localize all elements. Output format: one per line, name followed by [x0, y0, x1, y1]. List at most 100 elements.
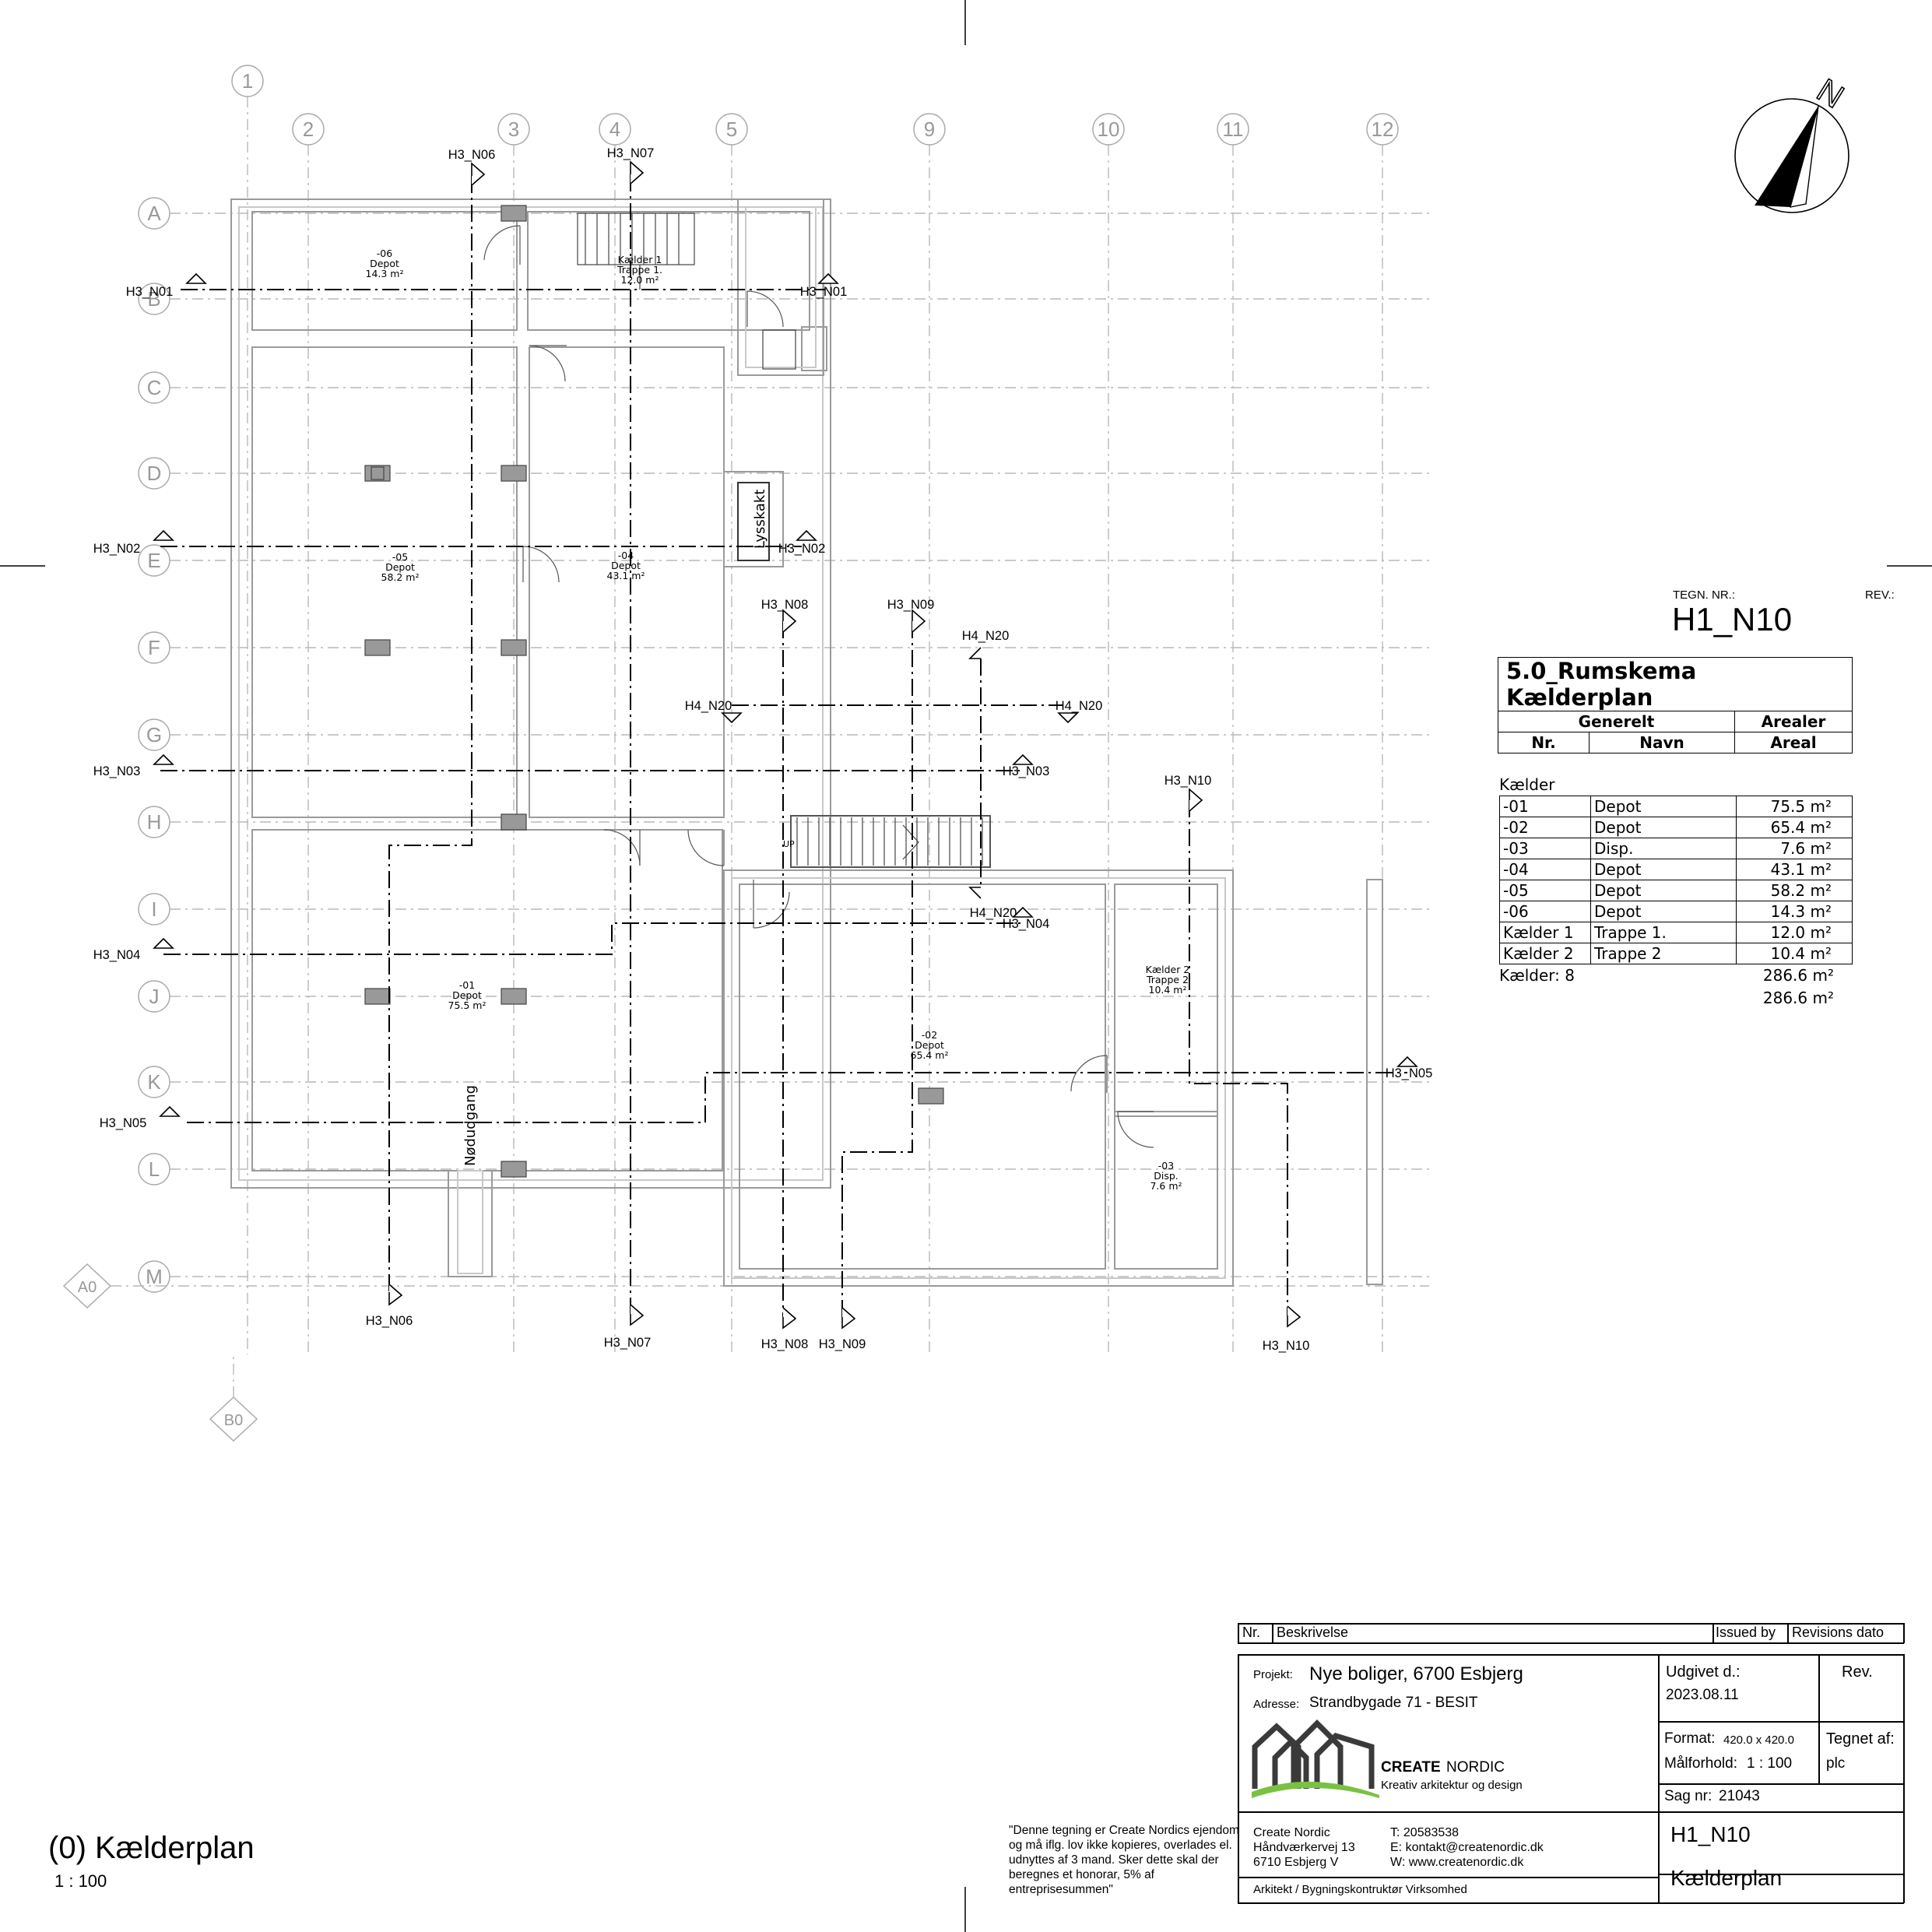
column [501, 205, 527, 222]
room-tag-area: 65.4 m² [911, 1049, 949, 1061]
schedule-col-nr: Nr. [1498, 732, 1590, 753]
room-tag-nr: -01 [459, 979, 475, 991]
section-label: H3_N02 [93, 542, 141, 556]
grid-label: 2 [303, 118, 314, 141]
schedule-cell-nr: -02 [1499, 817, 1591, 838]
company-contact: T: 20583538 E: kontakt@createnordic.dk W… [1390, 1825, 1544, 1870]
schedule-cell-area: 12.0 m² [1736, 922, 1853, 943]
room-tag-nr: -06 [377, 248, 392, 259]
section-label: H3_N01 [126, 285, 174, 299]
grid-label: B [147, 287, 160, 311]
room-tag-nr: Kælder 2 [1146, 964, 1190, 975]
grid-bubble-row-B: B [138, 283, 170, 315]
schedule-cell-nr: -05 [1499, 880, 1591, 901]
view-title: (0) Kælderplan [48, 1831, 255, 1865]
grid-bubble-row-L: L [138, 1153, 170, 1186]
section-label: H3_N01 [800, 285, 848, 299]
grid-bubble-row-M: M [138, 1260, 170, 1293]
grid-label: I [151, 898, 156, 921]
address: Strandbygade 71 - BESIT [1309, 1695, 1478, 1711]
schedule-cell-area: 58.2 m² [1736, 880, 1853, 901]
grid-bubble-row-K: K [138, 1066, 170, 1098]
schedule-cell-nr: -01 [1499, 796, 1591, 817]
schedule-cell-area: 65.4 m² [1736, 817, 1853, 838]
brand-create: CREATE [1381, 1759, 1441, 1776]
grid-bubble-col-11: 11 [1217, 113, 1249, 146]
room-tag-nr: -05 [392, 551, 408, 563]
section-label: H3_N04 [93, 948, 141, 962]
schedule-col-area: Areal [1734, 732, 1853, 753]
svg-text:B0: B0 [224, 1412, 243, 1429]
drawing-number-label: TEGN. NR.: [1673, 588, 1736, 602]
grid-bubble-col-1: 1 [231, 65, 264, 97]
grid-label: 1 [242, 69, 253, 93]
room-tag-name: Depot [370, 258, 399, 269]
rev-col-nr: Nr. [1242, 1625, 1261, 1640]
grid-label: 9 [924, 118, 935, 141]
grid-label: 3 [508, 118, 519, 141]
section-label: H3_N10 [1164, 774, 1212, 788]
section-lines [160, 174, 1407, 1317]
section-label: H3_N08 [761, 598, 809, 612]
column [501, 813, 527, 831]
section-label: H3_N09 [887, 598, 935, 612]
grid-label: 5 [726, 118, 737, 141]
sheet-name: Kælderplan [1670, 1866, 1783, 1890]
stair-1 [577, 213, 796, 370]
grid-label: 12 [1372, 118, 1394, 141]
schedule-cell-name: Depot [1590, 817, 1737, 838]
section-label: H3_N08 [761, 1337, 809, 1351]
north-arrow: N [1734, 71, 1851, 213]
grid-bubble-col-9: 9 [913, 113, 946, 146]
room-tag-nr: Kælder 1 [618, 254, 662, 265]
grid-bubble-col-2: 2 [292, 113, 325, 146]
schedule-cell-nr: Kælder 2 [1499, 943, 1591, 964]
create-nordic-logo [1252, 1719, 1379, 1798]
format-label: Format: [1664, 1730, 1716, 1747]
room-schedule: 5.0_Rumskema Kælderplan Generelt Arealer… [1498, 657, 1853, 753]
title-block: Nr. Beskrivelse Issued by Revisions dato… [1238, 1623, 1905, 1904]
room-tag-nr: -03 [1158, 1160, 1174, 1171]
grid-bubble-row-I: I [138, 893, 170, 926]
project-name: Nye boliger, 6700 Esbjerg [1309, 1663, 1523, 1684]
room-tag-name: Disp. [1154, 1170, 1179, 1182]
section-label: H3_N10 [1263, 1339, 1310, 1353]
room-tag-name: Depot [611, 560, 641, 571]
schedule-cell-name: Disp. [1590, 838, 1737, 859]
schedule-cell-nr: -03 [1499, 838, 1591, 859]
stair-2 [796, 817, 983, 866]
schedule-subtotal-area: 286.6 m² [1762, 966, 1834, 985]
schedule-cell-area: 75.5 m² [1736, 796, 1853, 817]
grid-bubble-row-E: E [138, 544, 170, 577]
grid-label: H [147, 810, 162, 834]
grid-bubble-row-G: G [138, 718, 170, 751]
walls [230, 198, 1383, 1287]
room-tag-name: Depot [452, 989, 482, 1001]
section-label: H4_N20 [685, 699, 732, 713]
schedule-col-name: Navn [1589, 732, 1735, 753]
grid-label: M [146, 1265, 163, 1288]
schedule-group-general: Generelt [1498, 711, 1735, 732]
section-label: H3_N09 [819, 1337, 866, 1351]
level-marker-b0: B0 [209, 1354, 258, 1442]
grid-label: E [147, 549, 160, 572]
stair-up-label: UP [783, 839, 795, 849]
schedule-cell-name: Depot [1590, 901, 1737, 922]
grid-label: 10 [1098, 118, 1120, 141]
section-label: H3_N07 [604, 1336, 652, 1350]
grid-bubble-row-H: H [138, 806, 170, 838]
scale-label: Målforhold: [1664, 1755, 1737, 1772]
drawn-by-value: plc [1826, 1755, 1846, 1772]
company-phone: T: 20583538 [1390, 1826, 1460, 1839]
room-tag-name: Trappe 1. [616, 264, 662, 276]
grid-label: A [147, 202, 161, 225]
grid-label: G [146, 723, 162, 746]
schedule-cell-name: Trappe 1. [1590, 922, 1737, 943]
room-tag-area: 10.4 m² [1149, 984, 1187, 996]
